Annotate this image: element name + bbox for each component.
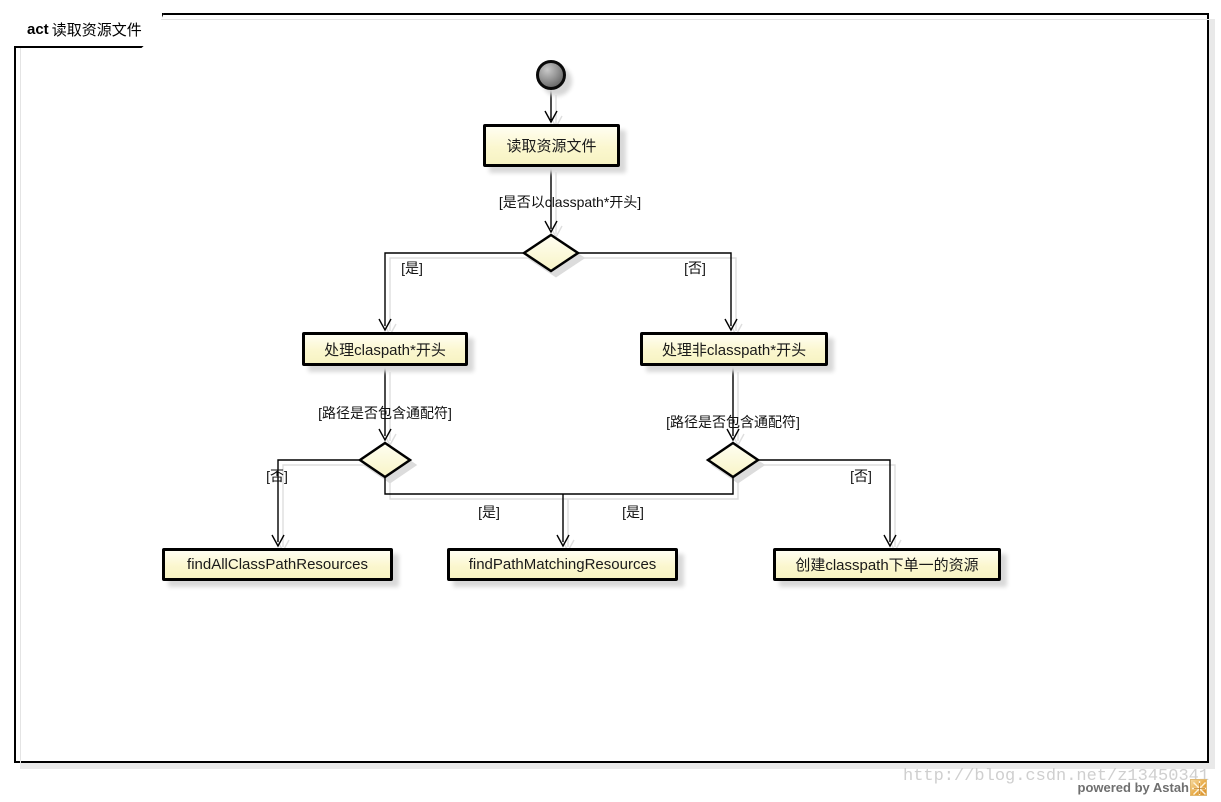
guard-no: [否] [684,260,706,276]
csdn-watermark: http://blog.csdn.net/z13450341 [903,767,1210,786]
initial-node [536,60,566,90]
powered-by-astah-label: powered by Astah [1077,779,1189,795]
action-label: 读取资源文件 [506,138,597,155]
action-handle-non-classpath-star: 处理非classpath*开头 [640,332,828,366]
guard-no: [否] [266,468,288,484]
frame-keyword: act [27,21,49,38]
guard-starts-with-classpath: [是否以classpath*开头] [498,194,642,210]
action-label: 处理非classpath*开头 [661,341,807,359]
action-find-all-classpath-resources: findAllClassPathResources [162,548,393,581]
action-find-path-matching-resources: findPathMatchingResources [447,548,678,581]
action-handle-classpath-star: 处理claspath*开头 [302,332,468,366]
guard-yes: [是] [401,260,423,276]
guard-no: [否] [850,468,872,484]
action-label: 处理claspath*开头 [324,341,446,359]
astah-credit: powered by Astah [1075,778,1207,796]
guard-left-contains-wildcard: [路径是否包含通配符] [318,405,452,421]
guard-yes: [是] [622,504,644,520]
action-label: findPathMatchingResources [468,556,657,573]
action-label: 创建classpath下单一的资源 [795,557,979,574]
guard-yes: [是] [478,504,500,520]
diagram-frame [14,13,1209,763]
guard-right-contains-wildcard: [路径是否包含通配符] [666,414,800,430]
action-label: findAllClassPathResources [187,556,368,573]
action-create-single-classpath-resource: 创建classpath下单一的资源 [773,548,1001,581]
action-read-resource-file: 读取资源文件 [483,124,620,167]
frame-tab: act 读取资源文件 [14,13,164,48]
frame-title: 读取资源文件 [51,22,142,39]
astah-logo-icon [1190,778,1207,796]
